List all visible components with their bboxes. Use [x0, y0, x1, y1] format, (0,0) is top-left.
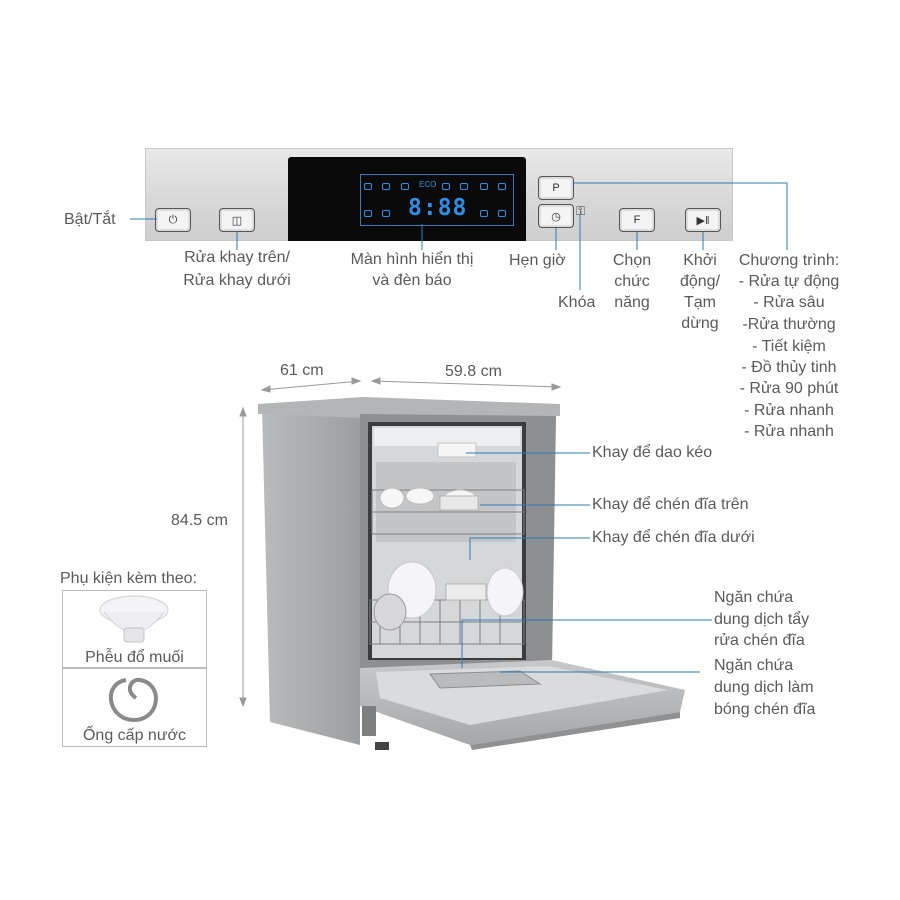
- indicator-icon: [498, 183, 506, 190]
- program-item: - Rửa nhanh: [744, 423, 834, 440]
- tray-icon: ◫: [231, 214, 243, 227]
- upper-rack-label: Khay để chén đĩa trên: [592, 496, 749, 513]
- timer-button[interactable]: ◷: [538, 204, 574, 228]
- accessory-drawings: [99, 595, 169, 723]
- detergent-label-line3: rửa chén đĩa: [714, 632, 805, 649]
- accessory-hose-box: Ống cấp nước: [62, 668, 207, 747]
- led-screen: [360, 174, 514, 226]
- function-button-label: F: [633, 214, 641, 226]
- indicator-icon: [460, 183, 468, 190]
- play-pause-icon: ▶‖: [696, 214, 710, 227]
- indicator-icon: [382, 210, 390, 217]
- display-label-line2: và đèn báo: [372, 272, 452, 289]
- program-item: - Rửa tự động: [738, 273, 840, 290]
- power-icon: ⏻: [168, 213, 178, 226]
- programs-title: Chương trình:: [738, 252, 840, 269]
- panel-leader-lines: [130, 182, 788, 290]
- start-label-line3: Tạm: [684, 294, 716, 311]
- function-label-line3: năng: [614, 294, 650, 311]
- start-label-line4: dừng: [681, 315, 719, 332]
- rinse-aid-label-line2: dung dịch làm: [714, 679, 814, 696]
- program-item: - Tiết kiệm: [752, 338, 826, 355]
- program-button-label: P: [552, 182, 560, 194]
- start-label-line2: động/: [679, 273, 721, 290]
- indicator-icon: [480, 210, 488, 217]
- tray-label-line2: Rửa khay dưới: [183, 272, 291, 289]
- rinse-aid-label-line1: Ngăn chứa: [714, 657, 794, 674]
- time-display: 8:88: [408, 195, 468, 221]
- program-item: - Đồ thủy tinh: [741, 359, 837, 376]
- accessory-funnel-label: Phễu đổ muối: [85, 649, 184, 666]
- function-label-line2: chức: [614, 273, 650, 290]
- detergent-label-line1: Ngăn chứa: [714, 589, 794, 606]
- rinse-aid-label-line3: bóng chén đĩa: [714, 701, 816, 718]
- indicator-icon: [498, 210, 506, 217]
- indicator-icon: [442, 183, 450, 190]
- accessories-title: Phụ kiện kèm theo:: [60, 570, 197, 587]
- start-pause-button[interactable]: ▶‖: [685, 208, 721, 232]
- program-item: - Rửa 90 phút: [739, 380, 839, 397]
- function-label-line1: Chọn: [612, 252, 652, 269]
- cutlery-tray-label: Khay để dao kéo: [592, 444, 713, 461]
- width-dimension: 59.8 cm: [445, 363, 502, 380]
- program-item: - Rửa nhanh: [744, 402, 834, 419]
- power-button[interactable]: ⏻: [155, 208, 191, 232]
- lower-rack-label: Khay để chén đĩa dưới: [592, 529, 755, 546]
- indicator-icon: [382, 183, 390, 190]
- power-label: Bật/Tắt: [64, 211, 116, 228]
- display-label-line1: Màn hình hiển thị: [350, 251, 474, 268]
- depth-dimension: 61 cm: [280, 362, 324, 379]
- dimension-arrows: [239, 377, 562, 708]
- clock-icon: ◷: [551, 210, 561, 223]
- part-leader-lines: [461, 452, 712, 673]
- accessory-funnel-box: Phễu đổ muối: [62, 590, 207, 668]
- indicator-icon: [364, 183, 372, 190]
- program-button[interactable]: P: [538, 176, 574, 200]
- program-item: -Rửa thường: [742, 316, 836, 333]
- tray-select-button[interactable]: ◫: [219, 208, 255, 232]
- detergent-label-line2: dung dịch tẩy: [714, 611, 810, 628]
- function-button[interactable]: F: [619, 208, 655, 232]
- timer-label: Hẹn giờ: [509, 252, 566, 269]
- lock-label: Khóa: [558, 294, 596, 311]
- tray-label-line1: Rửa khay trên/: [184, 249, 290, 266]
- start-label-line1: Khởi: [683, 252, 717, 269]
- accessory-hose-label: Ống cấp nước: [82, 727, 187, 744]
- eco-indicator: ECO: [419, 180, 437, 189]
- indicator-icon: [401, 183, 409, 190]
- lock-icon: ⚿: [576, 204, 586, 218]
- indicator-icon: [480, 183, 488, 190]
- program-item: - Rửa sâu: [753, 294, 825, 311]
- indicator-icon: [364, 210, 372, 217]
- display-window: [288, 157, 526, 241]
- height-dimension: 84.5 cm: [171, 512, 228, 529]
